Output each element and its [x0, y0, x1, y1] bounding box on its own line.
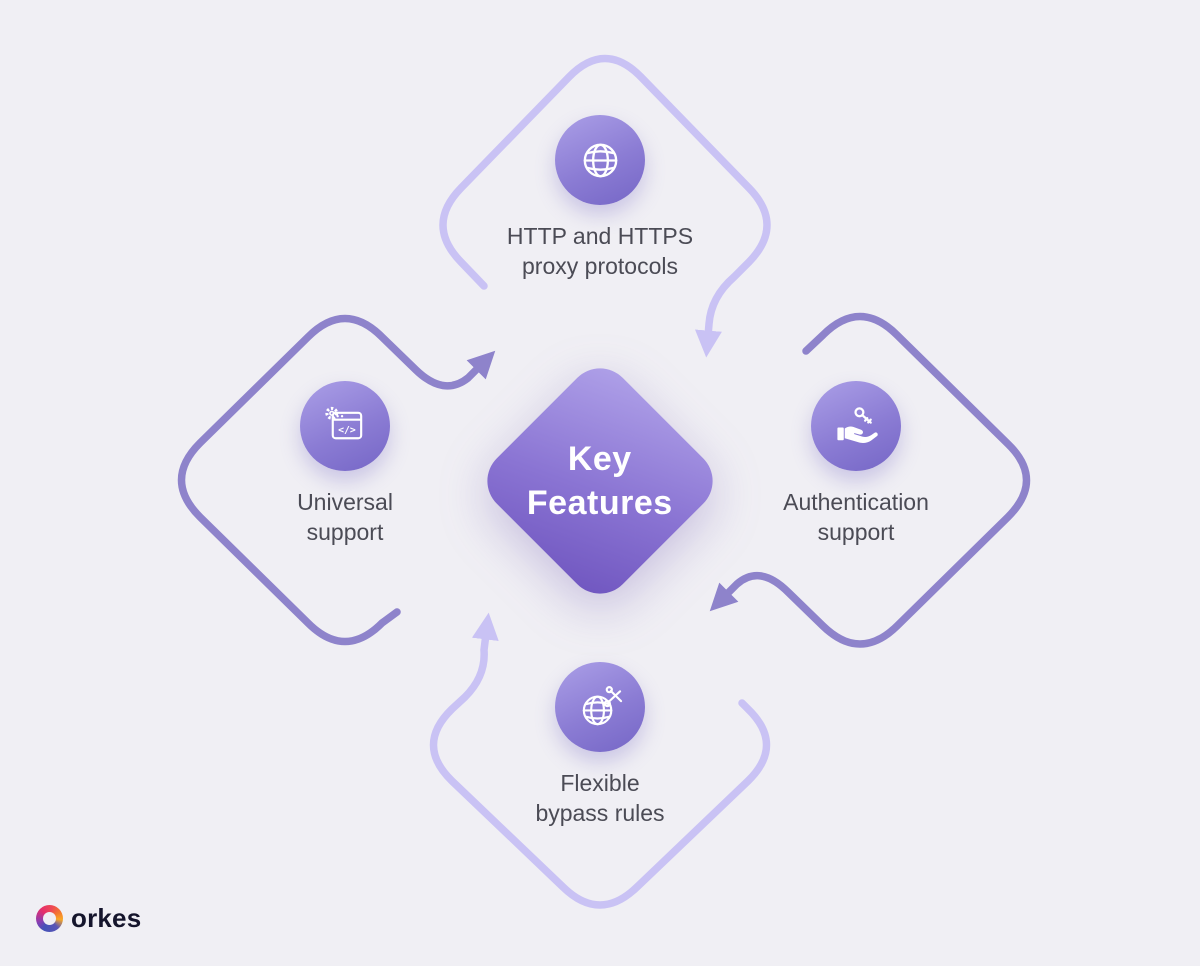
label-line: Authentication [783, 489, 929, 515]
feature-node-proxy-protocols: HTTP and HTTPS proxy protocols [440, 115, 760, 282]
label-line: proxy protocols [522, 253, 678, 280]
globe-scissors-icon-glyph [582, 685, 622, 725]
arrow-loop-left [177, 314, 496, 646]
feature-label-bypass-rules: Flexible bypass rules [535, 768, 664, 829]
label-line: support [306, 519, 384, 546]
hand-key-icon [811, 381, 901, 471]
arrow-loop-right [709, 312, 1031, 648]
svg-text:</>: </> [338, 424, 356, 435]
code-window-gear-icon: </> [300, 381, 390, 471]
arrow-loop-top [439, 54, 771, 358]
feature-label-universal-support: Universal support [297, 487, 393, 548]
center-diamond: Key Features [474, 355, 726, 607]
globe-icon [555, 115, 645, 205]
orkes-logo-text: orkes [71, 903, 142, 933]
label-line: bypass rules [535, 800, 665, 827]
center-title-line1: Key [568, 439, 632, 478]
orkes-logo-mark-icon [36, 905, 63, 932]
globe-icon-glyph [583, 143, 617, 177]
orkes-logo: orkes [36, 903, 141, 934]
globe-scissors-icon [555, 662, 645, 752]
label-line: Flexible [560, 770, 640, 796]
feature-node-bypass-rules: Flexible bypass rules [440, 662, 760, 829]
center-diamond-shape: Key Features [474, 355, 726, 607]
feature-label-proxy-protocols: HTTP and HTTPS proxy protocols [507, 221, 693, 282]
center-title: Key Features [527, 437, 673, 525]
code-window-gear-icon-glyph: </> [324, 406, 362, 439]
feature-node-authentication: Authentication support [696, 381, 1016, 548]
label-line: Universal [297, 489, 393, 515]
hand-key-icon-glyph [836, 406, 878, 443]
label-line: HTTP and HTTPS [506, 223, 694, 249]
feature-node-universal-support: </> Universal support [185, 381, 505, 548]
label-line: support [817, 519, 895, 546]
center-title-line2: Features [527, 483, 673, 522]
feature-label-authentication: Authentication support [783, 487, 929, 548]
arrow-loop-bottom [429, 612, 771, 909]
